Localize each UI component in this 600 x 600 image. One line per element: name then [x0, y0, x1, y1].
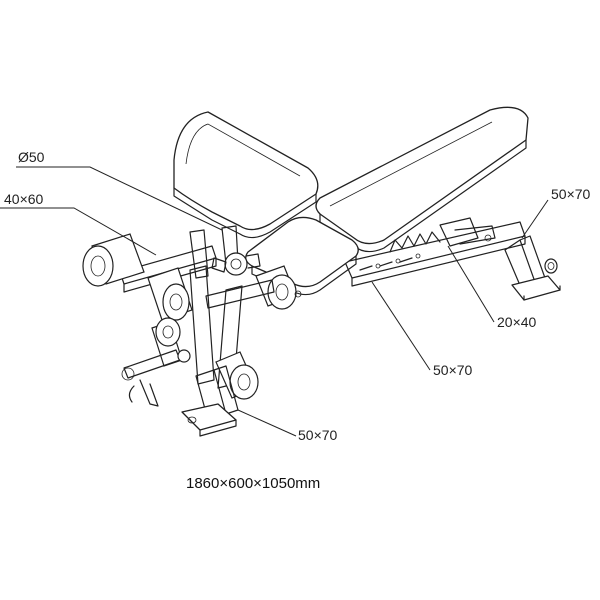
lower-rollers [121, 317, 259, 407]
front-upright [189, 225, 261, 279]
label-main-beam: 50×70 [433, 362, 473, 378]
leader-lines [0, 166, 549, 437]
label-rear-leg: 50×70 [551, 186, 591, 202]
front-leg [181, 365, 239, 437]
label-rail: 20×40 [497, 314, 537, 330]
leg-pad [173, 111, 319, 239]
label-front-leg: 50×70 [298, 427, 338, 443]
main-beam [344, 217, 526, 287]
overall-size: 1860×600×1050mm [186, 475, 321, 492]
rear-leg [504, 235, 561, 301]
back-pad [315, 106, 529, 253]
label-frame-40x60: 40×60 [4, 191, 44, 207]
leg-holder-frame [82, 233, 302, 389]
label-pipe-diameter: Ø50 [18, 149, 45, 165]
